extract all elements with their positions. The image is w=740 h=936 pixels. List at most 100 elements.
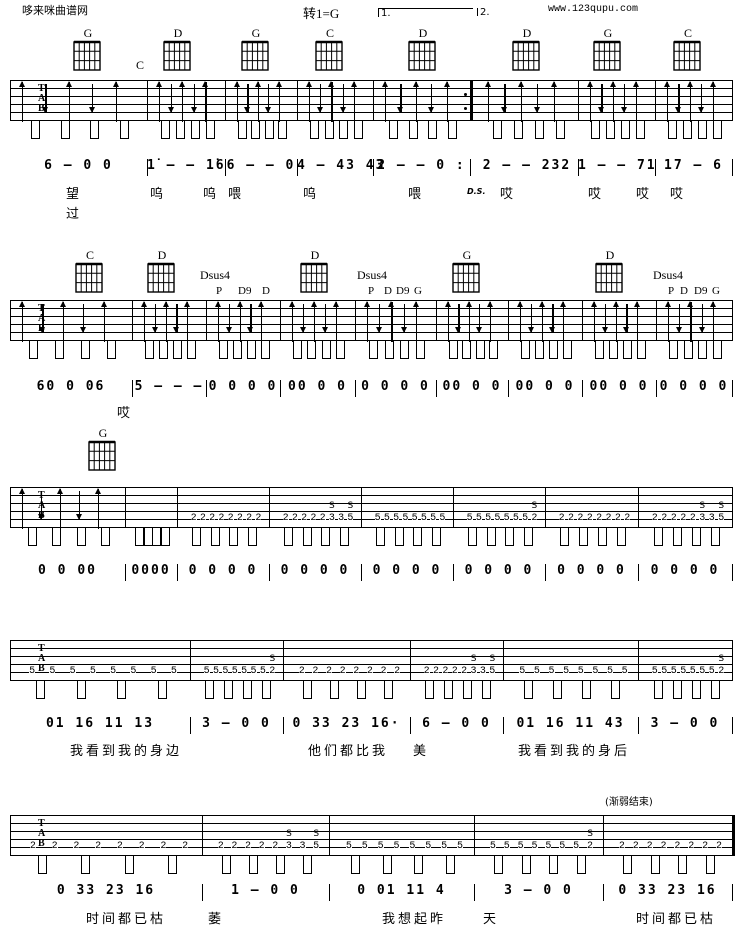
lyric: 时间都已枯 — [636, 912, 717, 927]
rhythm-stem — [591, 121, 601, 139]
strum-stroke — [520, 82, 522, 122]
tab-note: 2 — [182, 841, 189, 852]
strum-stroke — [594, 302, 596, 342]
tab-note: 2 — [319, 513, 326, 524]
strum-stroke — [336, 302, 338, 342]
tab-note: 2 — [394, 666, 401, 677]
slide-mark: S — [587, 829, 593, 839]
strum-down-arrow-icon — [80, 327, 87, 333]
rhythm-stem — [560, 528, 570, 546]
strum-up-arrow-icon — [179, 81, 186, 87]
tab-note: 2 — [231, 841, 238, 852]
tab-note: 5 — [130, 666, 137, 677]
barline — [190, 640, 192, 681]
tab-note: 5 — [689, 666, 696, 677]
slide-mark: S — [286, 829, 292, 839]
strum-stroke — [228, 304, 230, 332]
lyric: 哎 — [117, 406, 134, 421]
rhythm-stem — [221, 856, 231, 874]
tab-note: 5 — [231, 666, 238, 677]
tab-note: 5 — [393, 513, 400, 524]
strum-stroke — [353, 82, 355, 122]
rhythm-stem — [555, 121, 565, 139]
jianpu-barline — [732, 564, 733, 581]
rhythm-stem — [28, 528, 38, 546]
strum-stroke — [22, 489, 24, 529]
staff-line — [10, 519, 732, 520]
strum-stroke — [553, 82, 555, 122]
lyric: 他们都比我 — [308, 744, 389, 759]
rhythm-stem — [242, 681, 252, 699]
rhythm-stem — [219, 341, 228, 359]
tab-note: 5 — [29, 666, 36, 677]
staff-line — [10, 511, 732, 512]
rhythm-stem — [552, 681, 562, 699]
jianpu-barline — [283, 717, 284, 734]
chord-name: D — [605, 248, 615, 262]
rhythm-stem — [357, 681, 367, 699]
rhythm-stem — [534, 121, 544, 139]
rhythm-stem — [521, 341, 530, 359]
barline — [329, 815, 331, 856]
tab-note: 5 — [150, 666, 157, 677]
strum-down-arrow-icon — [173, 327, 180, 333]
volta-1-label: 1. — [381, 8, 391, 19]
rhythm-stem — [237, 121, 247, 139]
strum-stroke — [385, 82, 387, 122]
strum-down-arrow-icon — [623, 327, 630, 333]
jianpu-barline — [545, 564, 546, 581]
rhythm-stem — [187, 341, 196, 359]
tab-note: 2 — [577, 513, 584, 524]
tab-note: 5 — [420, 513, 427, 524]
tab-note: 2 — [702, 841, 709, 852]
barline — [603, 815, 605, 856]
lyric: 喂 — [408, 187, 425, 202]
jianpu-measure: 0 0 0 0 — [557, 563, 626, 578]
jianpu-measure: 0 0 0 0 — [361, 379, 430, 394]
strum-up-arrow-icon — [550, 81, 557, 87]
tab-letter-a: A — [38, 93, 46, 104]
tab-note: 5 — [563, 666, 570, 677]
strum-down-arrow-icon — [598, 107, 605, 113]
strum-up-arrow-icon — [311, 301, 317, 307]
tab-note: 2 — [451, 666, 458, 677]
jianpu-barline — [132, 380, 133, 397]
slide-mark: S — [313, 829, 320, 839]
rhythm-stem — [100, 528, 110, 546]
strum-stroke — [41, 491, 43, 519]
strum-down-arrow-icon — [247, 327, 254, 333]
tab-note: 5 — [383, 513, 390, 524]
chord-sub-label: P — [368, 285, 375, 297]
chord-diagram — [300, 262, 328, 293]
tab-note: 5 — [313, 841, 320, 852]
chord-diagram — [75, 262, 103, 293]
strum-stroke — [239, 302, 241, 342]
strum-up-arrow-icon — [538, 301, 545, 307]
strum-up-arrow-icon — [236, 301, 243, 307]
ds-marking: D.S. — [467, 187, 486, 196]
chord-diagram — [408, 40, 436, 71]
strum-stroke — [237, 82, 239, 122]
repeat-dot — [464, 107, 467, 110]
strum-stroke — [590, 82, 592, 122]
rhythm-stem — [60, 121, 70, 139]
barline — [147, 80, 149, 121]
rhythm-stem — [264, 121, 274, 139]
jianpu-measure: 4 – 43 43 — [297, 158, 386, 173]
rhythm-stem — [307, 341, 317, 359]
rhythm-stem — [192, 528, 202, 546]
system-start-bar — [10, 80, 12, 121]
tab-note: 5 — [49, 666, 56, 677]
tab-note: 2 — [353, 666, 360, 677]
jianpu-measure: 1̇ – – 1̇6 — [147, 158, 226, 173]
barline — [578, 80, 580, 121]
rhythm-stem — [321, 528, 331, 546]
chord-sub-label: D9 — [396, 285, 410, 297]
jianpu-measure: 0 0 0 0 — [188, 563, 258, 578]
barline — [355, 300, 357, 341]
tab-note: 5 — [441, 841, 448, 852]
strum-stroke — [601, 84, 603, 112]
jianpu-measure: 3 – 0 0 — [650, 716, 720, 731]
tab-note: 5 — [548, 666, 555, 677]
strum-up-arrow-icon — [443, 81, 450, 87]
